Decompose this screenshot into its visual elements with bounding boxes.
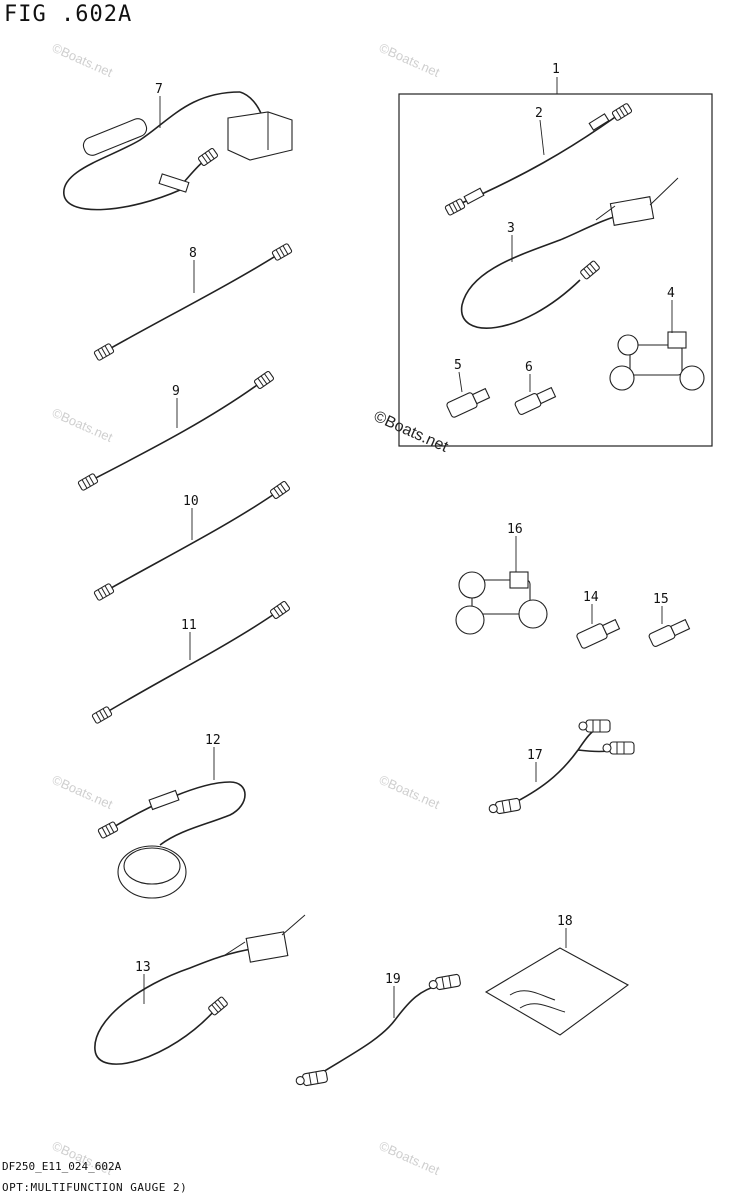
callout-3: 3 xyxy=(507,221,515,236)
part-11 xyxy=(91,600,291,725)
part-7 xyxy=(63,91,293,211)
callout-1: 1 xyxy=(552,62,560,77)
callout-9: 9 xyxy=(172,384,180,399)
part-2 xyxy=(444,102,633,217)
part-14 xyxy=(576,618,621,649)
part-15 xyxy=(648,618,691,647)
part-3 xyxy=(460,177,679,329)
callout-4: 4 xyxy=(667,286,675,301)
callout-11: 11 xyxy=(181,618,197,633)
part-6 xyxy=(514,386,557,415)
figure-description: OPT:MULTIFUNCTION GAUGE 2) xyxy=(2,1181,188,1194)
callout-8: 8 xyxy=(189,246,197,261)
callout-7: 7 xyxy=(155,82,163,97)
part-16 xyxy=(455,571,548,635)
part-9 xyxy=(77,370,275,492)
callout-15: 15 xyxy=(653,592,669,607)
part-5 xyxy=(446,387,491,418)
part-8 xyxy=(93,242,293,362)
figure-code: DF250_E11_024_602A xyxy=(2,1160,122,1173)
kit-box xyxy=(398,93,713,447)
callout-2: 2 xyxy=(535,106,543,121)
part-10 xyxy=(93,480,291,602)
part-18 xyxy=(484,947,630,1036)
callout-17: 17 xyxy=(527,748,543,763)
part-19 xyxy=(294,973,462,1088)
callout-6: 6 xyxy=(525,360,533,375)
callout-10: 10 xyxy=(183,494,199,509)
callout-18: 18 xyxy=(557,914,573,929)
fig-title: FIG .602A xyxy=(4,2,133,27)
callout-12: 12 xyxy=(205,733,221,748)
part-13 xyxy=(94,914,306,1065)
part-4 xyxy=(609,331,705,391)
callout-5: 5 xyxy=(454,358,462,373)
callout-14: 14 xyxy=(583,590,599,605)
callout-19: 19 xyxy=(385,972,401,987)
callout-13: 13 xyxy=(135,960,151,975)
part-17 xyxy=(487,719,635,816)
part-12 xyxy=(97,781,246,899)
callout-16: 16 xyxy=(507,522,523,537)
